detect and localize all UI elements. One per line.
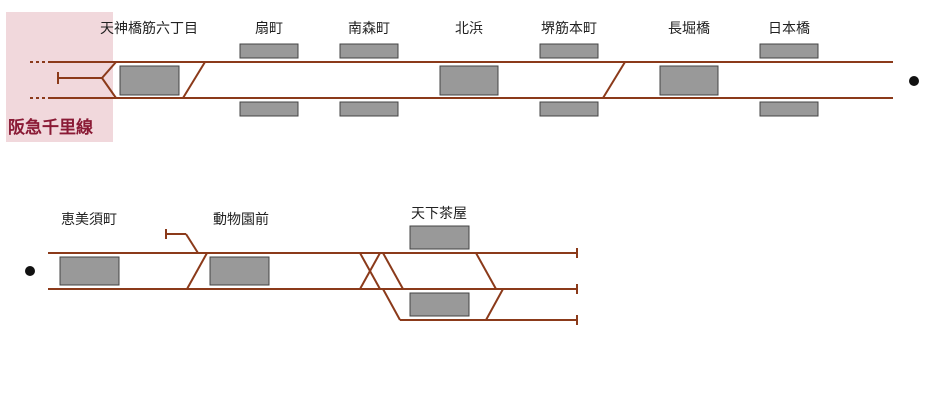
stub-track-connector: [185, 233, 199, 254]
station-label-minamimorimachi: 南森町: [348, 21, 390, 37]
crossover-tenroku: [182, 61, 206, 99]
platform-dobutsuenmae-island: [209, 256, 270, 286]
station-label-kitahama: 北浜: [455, 21, 483, 37]
upper-line-end-dot: [909, 76, 919, 86]
platform-kitahama-island: [439, 65, 499, 96]
hankyu-dashes: [30, 61, 48, 99]
hankyu-senri-line-label: 阪急千里線: [8, 118, 93, 138]
upper-line-tracks: [48, 61, 893, 99]
platform-ogimachi-lower: [239, 101, 299, 117]
platform-tenroku-island: [119, 65, 180, 96]
tengachaya-approach-lower: [382, 288, 401, 321]
station-label-nippombashi: 日本橋: [768, 21, 810, 37]
crossover-dobutsuen: [186, 252, 208, 290]
diamond-crossing-b: [359, 252, 381, 290]
platform-tengachaya-island: [409, 292, 470, 317]
lower-line-tracks: [48, 229, 578, 325]
station-label-dobutsuenmae: 動物園前: [213, 212, 269, 228]
platform-nagahoribashi-island: [659, 65, 719, 96]
upper-line-platforms: [119, 43, 819, 117]
platform-tengachaya-upper: [409, 225, 470, 250]
station-label-nagahoribashi: 長堀橋: [668, 21, 710, 37]
platform-sakaisujihommachi-lower: [539, 101, 599, 117]
platform-nippombashi-upper: [759, 43, 819, 59]
tengachaya-exit-lower: [485, 288, 504, 321]
platform-nippombashi-lower: [759, 101, 819, 117]
station-label-ebisucho: 恵美須町: [61, 212, 117, 228]
station-label-tengachaya: 天下茶屋: [411, 206, 467, 222]
lower-line-start-dot: [25, 266, 35, 276]
platform-minamimorimachi-lower: [339, 101, 399, 117]
platform-sakaisujihommachi-upper: [539, 43, 599, 59]
platform-minamimorimachi-upper: [339, 43, 399, 59]
station-label-sakaisujihommachi: 堺筋本町: [541, 21, 597, 37]
platform-ogimachi-upper: [239, 43, 299, 59]
station-label-tenroku: 天神橋筋六丁目: [100, 21, 198, 37]
lower-line-platforms: [59, 225, 470, 317]
siding-connector-lower: [101, 77, 117, 99]
siding-connector-upper: [101, 61, 117, 79]
crossover-sakaisuji: [602, 61, 626, 99]
platform-ebisucho-island: [59, 256, 120, 286]
tengachaya-exit-upper: [475, 252, 497, 290]
station-label-ogimachi: 扇町: [255, 21, 283, 37]
tengachaya-approach-upper: [382, 252, 404, 290]
